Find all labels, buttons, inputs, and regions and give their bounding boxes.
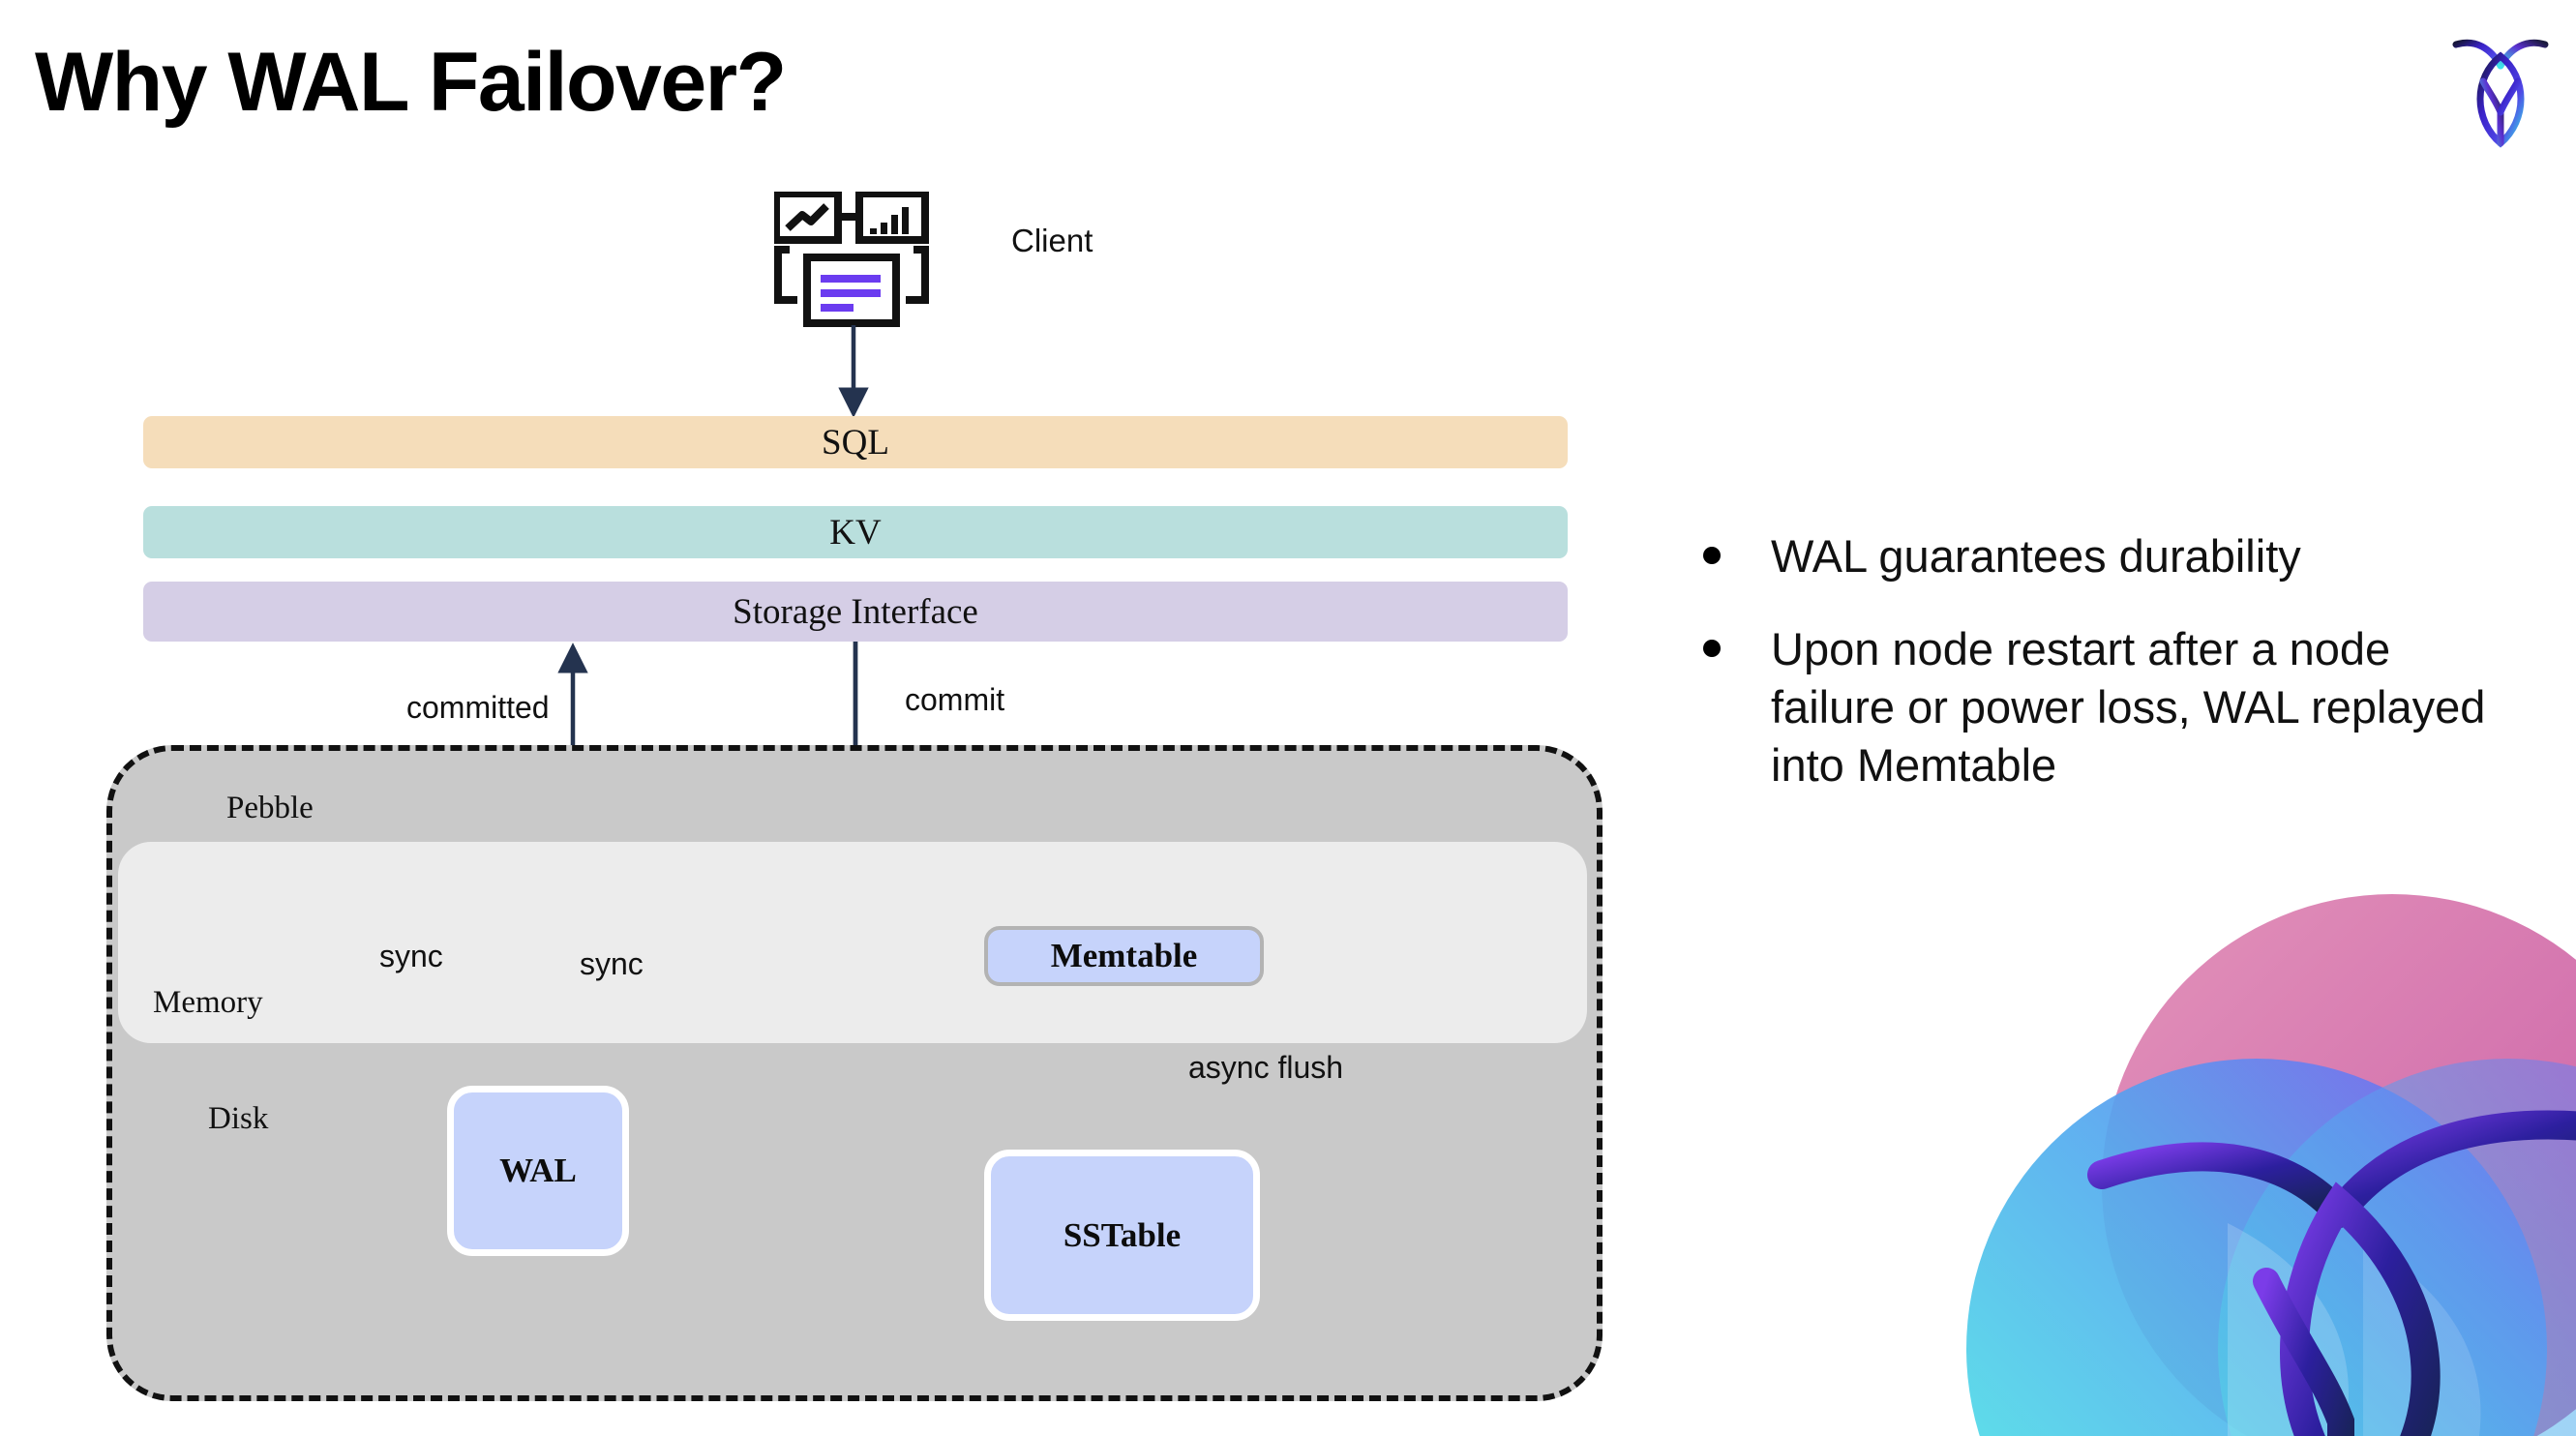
memory-region <box>118 842 1587 1043</box>
list-item: Upon node restart after a node failure o… <box>1703 620 2506 794</box>
layer-bar-storage-interface: Storage Interface <box>143 582 1568 642</box>
layer-label-sql: SQL <box>822 422 889 463</box>
cockroachdb-logo <box>2452 39 2549 148</box>
region-label-memory: Memory <box>153 985 263 1020</box>
node-memtable: Memtable <box>984 926 1264 986</box>
region-label-disk: Disk <box>208 1101 269 1136</box>
node-label-wal: WAL <box>499 1152 577 1189</box>
layer-label-storage-interface: Storage Interface <box>733 591 978 632</box>
node-label-sstable: SSTable <box>1063 1215 1182 1254</box>
bullet-dot-icon <box>1703 640 1721 658</box>
client-label: Client <box>1011 223 1093 258</box>
bullet-dot-icon <box>1703 547 1721 564</box>
node-sstable: SSTable <box>984 1150 1260 1321</box>
architecture-diagram: Client <box>106 192 1603 1401</box>
bullet-text: WAL guarantees durability <box>1771 530 2301 582</box>
bullet-text: Upon node restart after a node failure o… <box>1771 623 2486 792</box>
edge-label-committed: committed <box>406 690 550 725</box>
client-devices-icon <box>774 192 929 327</box>
decorative-logo-watermark <box>1966 894 2576 1436</box>
bullet-list: WAL guarantees durability Upon node rest… <box>1703 527 2506 830</box>
edge-label-async-flush: async flush <box>1188 1050 1344 1085</box>
layer-bar-sql: SQL <box>143 416 1568 468</box>
node-wal: WAL <box>447 1086 629 1256</box>
edge-label-commit: commit <box>905 682 1005 717</box>
list-item: WAL guarantees durability <box>1703 527 2506 585</box>
layer-label-kv: KV <box>829 512 882 553</box>
layer-bar-kv: KV <box>143 506 1568 558</box>
edge-label-sync-right: sync <box>580 946 644 981</box>
page-title: Why WAL Failover? <box>35 36 787 129</box>
node-label-memtable: Memtable <box>1050 937 1198 974</box>
edge-label-sync-left: sync <box>379 939 443 973</box>
region-label-pebble: Pebble <box>226 791 314 825</box>
